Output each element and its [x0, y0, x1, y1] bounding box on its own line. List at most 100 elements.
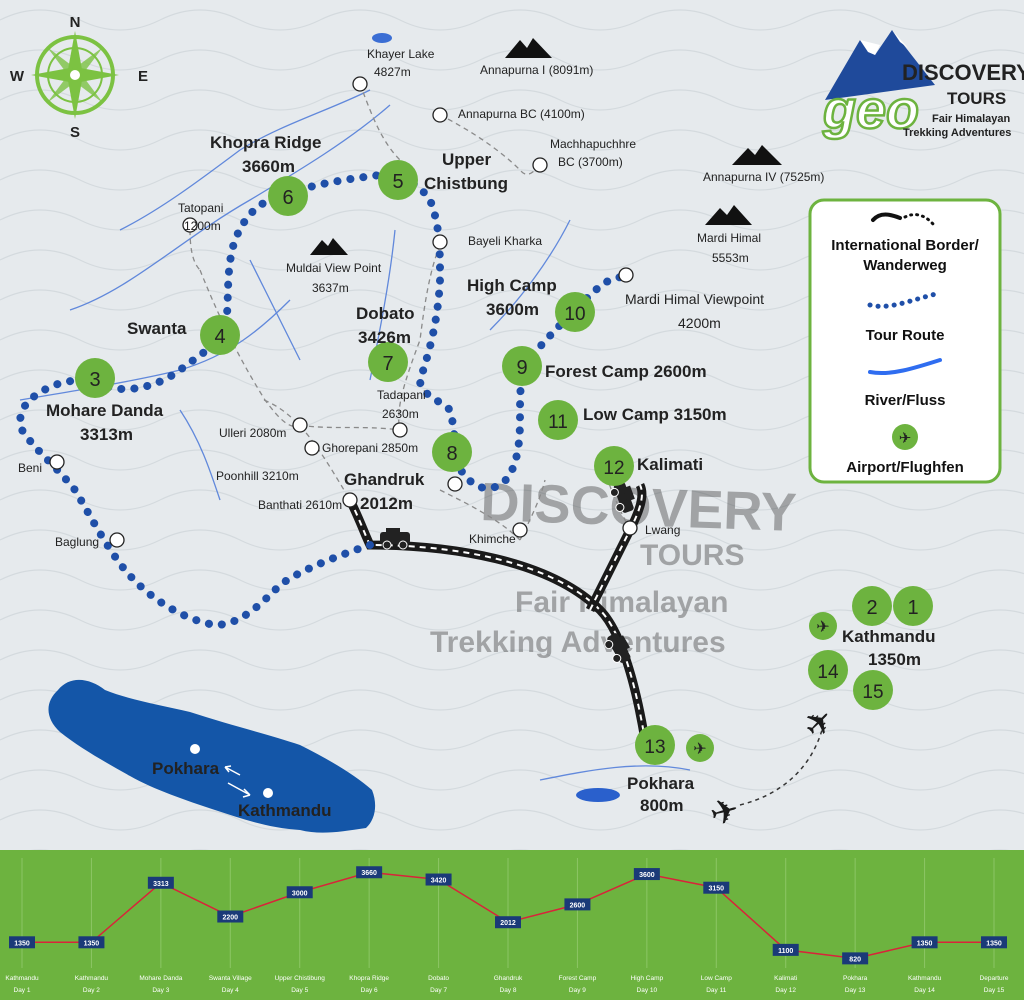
- mountain-icon: [732, 145, 782, 165]
- place-label: Beni: [18, 461, 42, 475]
- place-label: Ghorepani 2850m: [322, 441, 418, 455]
- khayer-lake: [372, 33, 392, 43]
- place-marker: [622, 520, 638, 536]
- elevation-point: [981, 936, 1007, 949]
- viewpoint-label: Mardi Himal Viewpoint: [625, 291, 764, 307]
- peak-label: Muldai View Point: [286, 261, 382, 275]
- logo-tagline: Trekking Adventures: [903, 127, 1011, 139]
- elevation-data-label: 1350: [84, 940, 100, 947]
- mountain-icon: [705, 205, 752, 225]
- profile-day-label: Day 5: [291, 987, 308, 994]
- airport-legend-icon: [892, 424, 918, 450]
- trek-map: DISCOVERY TOURS Fair Himalayan Trekking …: [0, 0, 1024, 850]
- profile-day-label: Day 6: [361, 987, 378, 994]
- stop-label: Khopra Ridge: [210, 133, 321, 152]
- elevation-point: [911, 936, 938, 949]
- stop-label: Forest Camp 2600m: [545, 362, 707, 381]
- place-marker: [447, 476, 463, 492]
- place-marker: [432, 107, 448, 123]
- nepal-inset-map: Pokhara Kathmandu: [48, 679, 376, 833]
- place-label: Tadapani: [377, 388, 426, 402]
- profile-day-label: Day 10: [637, 987, 658, 994]
- profile-stop-label: Ghandruk: [494, 975, 523, 982]
- stop-elevation: 800m: [640, 796, 683, 815]
- elevation-point: [564, 898, 591, 911]
- place-marker: [392, 422, 408, 438]
- svg-text:4: 4: [214, 326, 225, 348]
- profile-day-label: Day 4: [222, 987, 239, 994]
- place-label: Tatopani: [178, 201, 223, 215]
- jeep-icon: [380, 528, 410, 550]
- elevation-data-label: 1350: [986, 940, 1002, 947]
- elevation-data-label: 2200: [222, 915, 238, 922]
- place-elevation: BC (3700m): [558, 155, 623, 169]
- inset-city-label: Kathmandu: [238, 801, 332, 820]
- svg-text:9: 9: [516, 357, 527, 379]
- stop-marker-6: 6: [268, 176, 308, 216]
- profile-stop-label: Pokhara: [843, 975, 868, 982]
- watermark-tours: TOURS: [640, 539, 744, 572]
- elevation-data-label: 3600: [639, 872, 655, 879]
- airplane-icon: ✈: [899, 430, 912, 447]
- elevation-data-label: 820: [849, 956, 861, 963]
- svg-text:10: 10: [564, 304, 585, 325]
- place-label: Lwang: [645, 523, 680, 537]
- company-logo: geo DISCOVERY TOURS Fair Himalayan Trekk…: [821, 30, 1024, 141]
- place-markers: [49, 76, 638, 548]
- mountain-icon: [505, 38, 552, 58]
- stop-marker-3: 3: [75, 358, 115, 398]
- air-route: [739, 729, 823, 806]
- profile-stop-label: Kalimati: [774, 975, 797, 982]
- compass-n: N: [70, 14, 81, 31]
- place-label: Machhapuchhre: [550, 137, 636, 151]
- profile-day-label: Day 14: [914, 987, 935, 994]
- profile-stop-label: Forest Camp: [559, 975, 597, 982]
- elevation-point: [78, 936, 105, 949]
- profile-day-label: Day 13: [845, 987, 866, 994]
- svg-text:7: 7: [382, 353, 393, 375]
- elevation-point: [772, 943, 799, 956]
- place-marker: [432, 234, 448, 250]
- watermark-tagline-2: Trekking Adventures: [430, 626, 726, 659]
- airport-marker-pokhara: ✈: [686, 734, 714, 762]
- airplane-icon: ✈: [816, 619, 829, 636]
- profile-stop-label: Upper Chistibung: [275, 975, 326, 982]
- trekking-trails: [189, 83, 631, 541]
- place-marker: [109, 532, 125, 548]
- place-label: Khayer Lake: [367, 47, 435, 61]
- place-marker: [512, 522, 528, 538]
- elevation-data-label: 1100: [778, 948, 793, 955]
- profile-day-label: Day 7: [430, 987, 447, 994]
- compass-rose: N S E W: [10, 14, 148, 141]
- airplane-icon: ✈: [693, 741, 706, 758]
- elevation-point: [495, 916, 521, 929]
- place-marker: [532, 157, 548, 173]
- profile-stop-label: Swanta Village: [209, 975, 252, 982]
- profile-day-label: Day 15: [984, 987, 1005, 994]
- stop-label: High Camp: [467, 276, 557, 295]
- stop-elevation: 1350m: [868, 650, 921, 669]
- pokhara-dot: [190, 744, 200, 754]
- legend-route-label: Tour Route: [866, 327, 945, 344]
- viewpoint-elevation: 4200m: [678, 315, 721, 331]
- route-line-icon: [867, 290, 943, 309]
- svg-text:12: 12: [603, 458, 624, 479]
- profile-stop-label: High Camp: [631, 975, 664, 982]
- stop-label: Dobato: [356, 304, 415, 323]
- elevation-data-label: 1350: [14, 940, 30, 947]
- stop-marker-7: 7: [368, 342, 408, 382]
- stop-marker-15: 15: [853, 670, 893, 710]
- svg-text:2: 2: [866, 597, 877, 619]
- flight-arrow-icon: [224, 765, 251, 798]
- logo-geo: geo: [822, 80, 919, 140]
- profile-stop-label: Kathmandu: [75, 975, 109, 982]
- logo-tagline: Fair Himalayan: [932, 113, 1011, 125]
- stop-marker-1: 1: [893, 586, 933, 626]
- place-elevation: 4827m: [374, 65, 411, 79]
- stop-elevation: 3600m: [486, 300, 539, 319]
- place-label: Bayeli Kharka: [468, 234, 542, 248]
- profile-stop-label: Mohare Danda: [139, 975, 182, 982]
- profile-stop-label: Dobato: [428, 975, 449, 982]
